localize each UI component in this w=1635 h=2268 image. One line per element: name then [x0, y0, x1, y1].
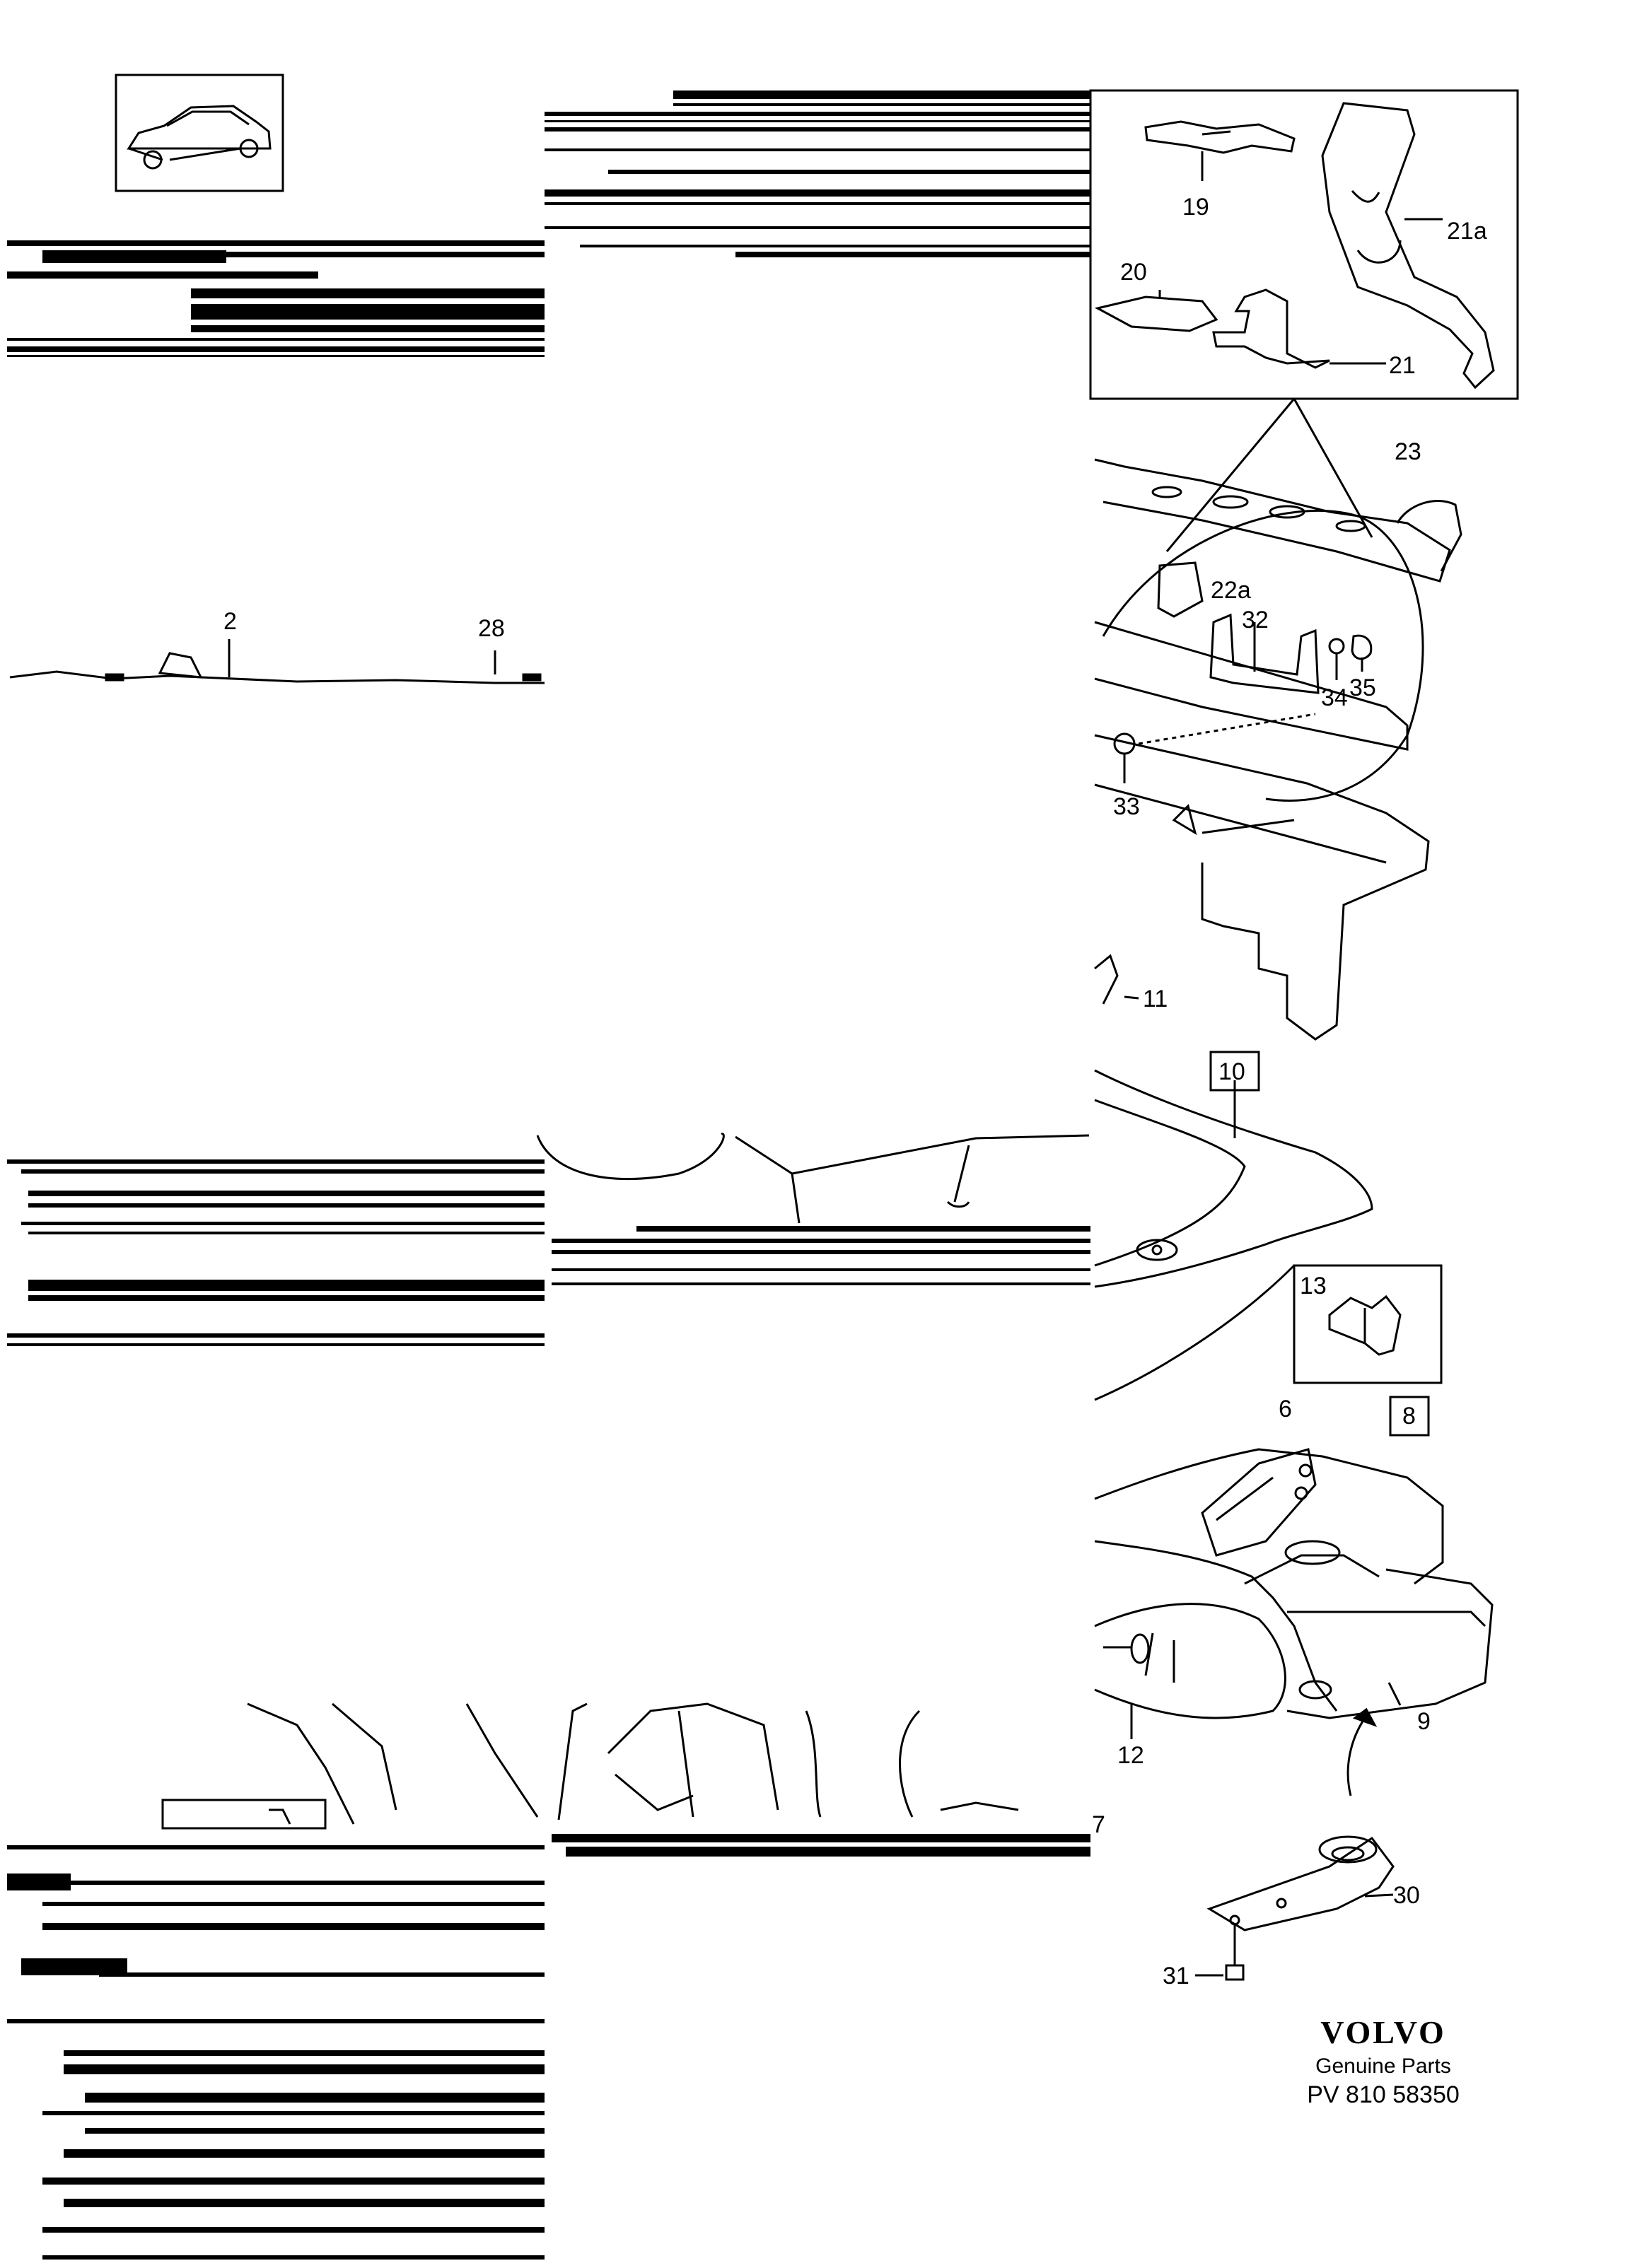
- callout-22a: 22a: [1211, 577, 1251, 604]
- callout-20: 20: [1120, 259, 1147, 286]
- brand-subtitle: Genuine Parts: [1315, 2054, 1451, 2078]
- callout-8: 8: [1402, 1403, 1416, 1430]
- callout-33: 33: [1113, 793, 1140, 820]
- part-catalog-code: PV 810 58350: [1307, 2081, 1460, 2108]
- left-text-bands: [7, 240, 545, 2260]
- volvo-logo: VOLVO: [1320, 2014, 1446, 2050]
- callout-21a: 21a: [1447, 218, 1487, 245]
- callout-2: 2: [223, 608, 237, 635]
- floor-pan: [1094, 1069, 1373, 1401]
- callout-12: 12: [1117, 1742, 1144, 1769]
- volvo-brand-block: VOLVO Genuine Parts PV 810 58350: [1298, 2016, 1468, 2108]
- bracket-detail-box: [1089, 89, 1519, 400]
- part-13-detail-box: [1293, 1264, 1443, 1384]
- callout-28: 28: [478, 615, 505, 642]
- middle-text-bands: [545, 90, 1090, 1857]
- floor-strip: [9, 639, 545, 684]
- car-thumbnail: [115, 74, 284, 192]
- callout-23: 23: [1395, 438, 1421, 465]
- callout-7: 7: [1092, 1811, 1105, 1838]
- callout-21: 21: [1389, 352, 1416, 379]
- rear-panel-assembly: [1094, 398, 1462, 1041]
- callout-30: 30: [1393, 1882, 1420, 1909]
- callout-10-box: [1209, 1051, 1260, 1092]
- callout-6: 6: [1279, 1396, 1292, 1422]
- callout-8-box: [1389, 1396, 1430, 1437]
- callout-31: 31: [1163, 1963, 1189, 1989]
- towing-eye-assembly: [1195, 1835, 1395, 1981]
- wheelhouse-fragment: [557, 1702, 1019, 1820]
- callout-19: 19: [1182, 194, 1209, 221]
- callout-11: 11: [1143, 986, 1168, 1012]
- lower-floor-assembly: [1094, 1448, 1494, 1796]
- callout-9: 9: [1417, 1708, 1431, 1735]
- callout-32: 32: [1242, 607, 1269, 633]
- callout-10: 10: [1218, 1058, 1245, 1085]
- callout-13: 13: [1300, 1273, 1327, 1299]
- side-member-fragment: [161, 1702, 539, 1830]
- callout-35: 35: [1349, 674, 1376, 701]
- callout-34: 34: [1321, 684, 1348, 711]
- spare-wheel-well-fragment: [536, 1133, 1090, 1224]
